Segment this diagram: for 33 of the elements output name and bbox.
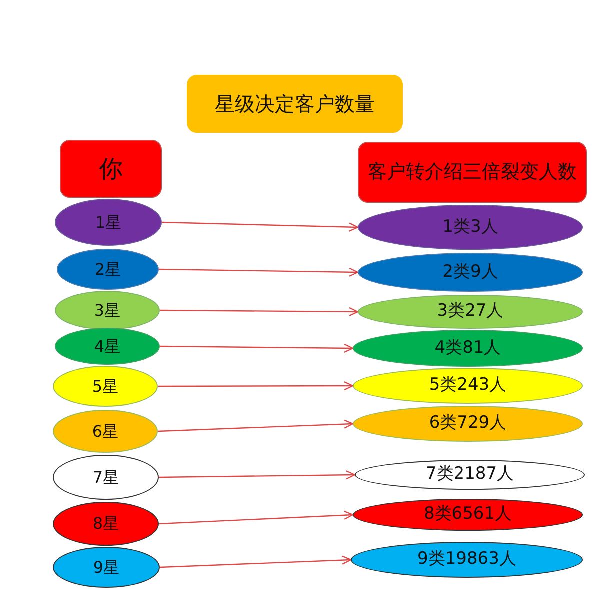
node-label: 4星 xyxy=(94,336,121,356)
node-label: 3类27人 xyxy=(437,301,504,323)
arrow xyxy=(160,344,354,353)
node-label: 5星 xyxy=(92,376,119,396)
node-label: 7星 xyxy=(92,468,120,488)
title-box xyxy=(187,75,403,133)
node-label: 星级决定客户数量 xyxy=(215,92,375,116)
node-label: 2星 xyxy=(94,260,122,280)
node-label: 5类243人 xyxy=(429,375,507,397)
arrow xyxy=(159,470,356,480)
arrow xyxy=(158,510,354,525)
node-label: 1类3人 xyxy=(442,216,498,238)
node-label: 你 xyxy=(99,154,123,184)
node-label: 6类729人 xyxy=(429,413,507,435)
header-box xyxy=(358,142,587,203)
arrow xyxy=(158,420,354,432)
arrow xyxy=(158,381,354,391)
arrow xyxy=(159,268,359,277)
node-label: 6星 xyxy=(92,422,119,442)
node-label: 2类9人 xyxy=(442,262,498,284)
node-label: 9星 xyxy=(93,558,120,578)
arrow xyxy=(160,556,352,568)
node-label: 8类6561人 xyxy=(424,504,512,526)
node-label: 7类2187人 xyxy=(426,464,514,486)
node-label: 4类81人 xyxy=(434,338,502,360)
arrow xyxy=(160,307,359,317)
node-label: 9类19863人 xyxy=(418,549,516,571)
node-label: 3星 xyxy=(94,300,121,320)
node-label: 1星 xyxy=(95,212,122,232)
node-label: 客户转介绍三倍裂变人数 xyxy=(368,160,577,184)
header-box xyxy=(60,140,162,198)
arrow xyxy=(162,222,359,232)
node-label: 8星 xyxy=(92,514,120,534)
